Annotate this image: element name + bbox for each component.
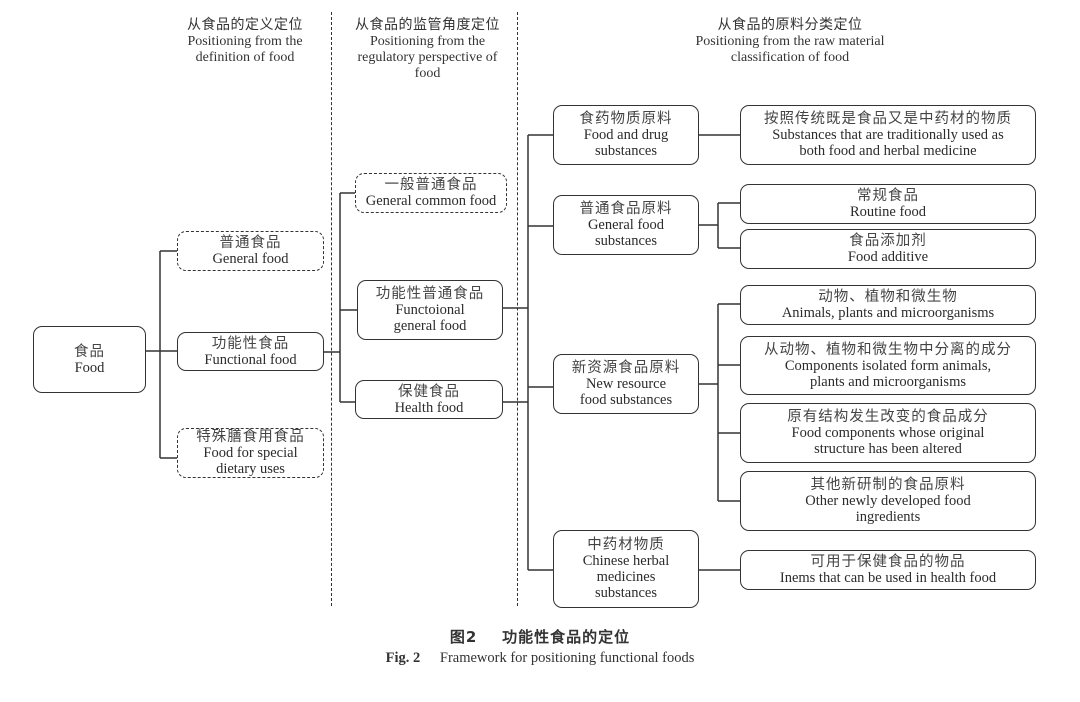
node-new-resource-en: New resource food substances <box>579 376 673 408</box>
node-general-common-food-zh: 一般普通食品 <box>384 177 478 193</box>
header-raw-material: 从食品的原料分类定位 Positioning from the raw mate… <box>660 18 920 66</box>
node-new-resource: 新资源食品原料 New resource food substances <box>553 354 699 414</box>
node-routine-food-en: Routine food <box>849 204 927 220</box>
node-routine-food-zh: 常规食品 <box>857 188 919 204</box>
node-routine-food: 常规食品 Routine food <box>740 184 1036 224</box>
node-chinese-herbal-zh: 中药材物质 <box>587 537 665 553</box>
node-general-food-substances: 普通食品原料 General food substances <box>553 195 699 255</box>
header-regulatory: 从食品的监管角度定位 Positioning from the regulato… <box>340 18 515 82</box>
node-food-additive-en: Food additive <box>847 249 929 265</box>
node-general-common-food-en: General common food <box>365 193 497 209</box>
node-general-food-zh: 普通食品 <box>219 235 282 251</box>
node-new-resource-zh: 新资源食品原料 <box>571 360 681 376</box>
node-general-food: 普通食品 General food <box>177 231 324 271</box>
node-food-zh: 食品 <box>74 343 105 360</box>
node-special-dietary: 特殊膳食用食品 Food for special dietary uses <box>177 428 324 478</box>
node-traditional-both: 按照传统既是食品又是中药材的物质 Substances that are tra… <box>740 105 1036 165</box>
node-health-food-items: 可用于保健食品的物品 Inems that can be used in hea… <box>740 550 1036 590</box>
node-food-additive: 食品添加剂 Food additive <box>740 229 1036 269</box>
node-functional-general-food-zh: 功能性普通食品 <box>375 286 485 302</box>
node-components-isolated-zh: 从动物、植物和微生物中分离的成分 <box>764 341 1012 358</box>
node-health-food-items-en: Inems that can be used in health food <box>779 570 997 586</box>
figure-label-zh: 图2 <box>449 628 478 646</box>
header-regulatory-zh: 从食品的监管角度定位 <box>355 18 500 33</box>
node-general-common-food: 一般普通食品 General common food <box>355 173 507 213</box>
figure-title-en: Framework for positioning functional foo… <box>439 650 695 666</box>
header-definition-zh: 从食品的定义定位 <box>187 18 303 33</box>
node-health-food: 保健食品 Health food <box>355 380 503 419</box>
node-chinese-herbal: 中药材物质 Chinese herbal medicines substance… <box>553 530 699 608</box>
node-functional-general-food-en: Functoional general food <box>393 302 467 334</box>
header-regulatory-en: Positioning from the regulatory perspect… <box>357 34 498 81</box>
node-chinese-herbal-en: Chinese herbal medicines substances <box>582 553 670 601</box>
header-raw-material-zh: 从食品的原料分类定位 <box>717 18 863 33</box>
header-definition: 从食品的定义定位 Positioning from the definition… <box>160 18 330 66</box>
node-special-dietary-zh: 特殊膳食用食品 <box>196 429 305 445</box>
node-special-dietary-en: Food for special dietary uses <box>203 445 298 477</box>
node-general-food-en: General food <box>212 251 289 267</box>
node-other-new-en: Other newly developed food ingredients <box>805 493 971 525</box>
node-functional-food-zh: 功能性食品 <box>211 335 290 352</box>
node-food-drug-substances-zh: 食药物质原料 <box>579 111 673 127</box>
node-components-isolated: 从动物、植物和微生物中分离的成分 Components isolated for… <box>740 336 1036 395</box>
column-divider-2 <box>517 12 518 606</box>
node-food-drug-substances: 食药物质原料 Food and drug substances <box>553 105 699 165</box>
header-definition-en: Positioning from the definition of food <box>187 34 303 65</box>
node-structure-altered-zh: 原有结构发生改变的食品成分 <box>787 409 989 425</box>
node-other-new: 其他新研制的食品原料 Other newly developed food in… <box>740 471 1036 531</box>
column-divider-1 <box>331 12 332 606</box>
figure-caption-en: Fig. 2 Framework for positioning functio… <box>0 650 1080 667</box>
figure-label-en: Fig. 2 <box>385 650 421 666</box>
node-structure-altered: 原有结构发生改变的食品成分 Food components whose orig… <box>740 403 1036 463</box>
node-general-food-substances-en: General food substances <box>587 217 665 249</box>
node-general-food-substances-zh: 普通食品原料 <box>579 201 673 217</box>
node-food-additive-zh: 食品添加剂 <box>849 233 927 249</box>
node-food: 食品 Food <box>33 326 146 393</box>
header-raw-material-en: Positioning from the raw material classi… <box>695 34 885 65</box>
node-other-new-zh: 其他新研制的食品原料 <box>810 477 966 493</box>
node-animals-plants: 动物、植物和微生物 Animals, plants and microorgan… <box>740 285 1036 325</box>
node-traditional-both-en: Substances that are traditionally used a… <box>772 127 1004 159</box>
node-components-isolated-en: Components isolated form animals, plants… <box>784 357 992 390</box>
figure-title-zh: 功能性食品的定位 <box>502 628 631 646</box>
node-animals-plants-zh: 动物、植物和微生物 <box>818 289 958 305</box>
node-functional-food-en: Functional food <box>204 351 297 368</box>
node-food-en: Food <box>74 359 105 376</box>
node-structure-altered-en: Food components whose original structure… <box>791 425 985 457</box>
node-animals-plants-en: Animals, plants and microorganisms <box>781 305 995 321</box>
node-food-drug-substances-en: Food and drug substances <box>583 127 669 159</box>
figure-caption-zh: 图2 功能性食品的定位 <box>0 626 1080 647</box>
node-functional-food: 功能性食品 Functional food <box>177 332 324 371</box>
node-health-food-zh: 保健食品 <box>398 383 460 400</box>
node-health-food-en: Health food <box>394 399 464 416</box>
node-health-food-items-zh: 可用于保健食品的物品 <box>810 554 966 570</box>
node-functional-general-food: 功能性普通食品 Functoional general food <box>357 280 503 340</box>
node-traditional-both-zh: 按照传统既是食品又是中药材的物质 <box>764 111 1012 127</box>
